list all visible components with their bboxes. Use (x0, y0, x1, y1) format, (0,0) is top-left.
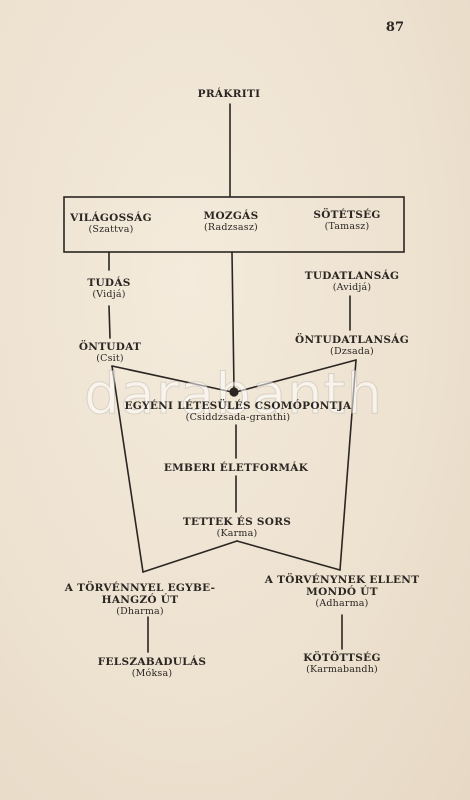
node-egyeni: EGYÉNI LÉTESÜLÉS CSOMÓPONTJA (Csiddzsada… (124, 400, 351, 424)
node-tettek: TETTEK ÉS SORS (Karma) (183, 516, 291, 540)
line-ontudatlansag-to-node (235, 359, 357, 393)
node-ontudat-title: ÖNTUDAT (78, 341, 142, 353)
node-tudatlansag-sub: (Avidjá) (332, 282, 372, 293)
node-sotetseg-sub: (Tamasz) (324, 221, 370, 232)
node-tettek-title: TETTEK ÉS SORS (182, 516, 292, 528)
line-ontudat-to-dharma (111, 365, 144, 573)
page-number: 87 (385, 20, 404, 35)
node-emberi-title: EMBERI ÉLETFORMÁK (163, 462, 309, 474)
node-ontudatlansag-sub: (Dzsada) (330, 346, 374, 357)
node-ontudatlansag: ÖNTUDATLANSÁG (Dzsada) (295, 334, 409, 358)
node-vilagossag-title: VILÁGOSSÁG (70, 212, 152, 224)
node-tudas-title: TUDÁS (87, 277, 131, 289)
node-adharma-line2: MONDÓ ÚT (306, 586, 378, 598)
watermark: darabanth (83, 362, 384, 428)
node-tudas: TUDÁS (Vidjá) (87, 277, 130, 301)
node-adharma-sub: (Adharma) (315, 598, 369, 609)
node-sotetseg: SÖTÉTSÉG (Tamasz) (313, 209, 380, 233)
line-mozgas-to-node (231, 251, 235, 391)
node-felszabadulas: FELSZABADULÁS (Móksa) (98, 656, 207, 680)
node-vilagossag-sub: (Szattva) (88, 224, 134, 235)
node-tettek-sub: (Karma) (216, 528, 258, 539)
node-dharma-sub: (Dharma) (116, 606, 164, 617)
node-mozgas-sub: (Radzsasz) (204, 222, 258, 233)
node-egyeni-title: EGYÉNI LÉTESÜLÉS CSOMÓPONTJA (124, 400, 352, 412)
node-ontudat-sub: (Csit) (96, 353, 124, 364)
node-kotottseg: KÖTÖTTSÉG (Karmabandh) (303, 652, 380, 676)
node-emberi: EMBERI ÉLETFORMÁK (164, 462, 308, 474)
node-dharma-line1: A TÖRVÉNNYEL EGYBE- (64, 582, 216, 594)
node-prakriti-title: PRÁKRITI (197, 88, 261, 100)
node-dharma: A TÖRVÉNNYEL EGYBE- HANGZÓ ÚT (Dharma) (65, 582, 216, 618)
node-tudatlansag: TUDATLANSÁG (Avidjá) (305, 270, 400, 294)
line-ontudatlansag-to-adharma (339, 359, 357, 571)
gunas-box (63, 196, 405, 253)
node-adharma: A TÖRVÉNYNEK ELLENT MONDÓ ÚT (Adharma) (265, 574, 420, 610)
node-kotottseg-sub: (Karmabandh) (306, 664, 378, 675)
node-prakriti: PRÁKRITI (198, 88, 261, 100)
node-sotetseg-title: SÖTÉTSÉG (313, 209, 381, 221)
node-felszabadulas-sub: (Móksa) (131, 668, 173, 679)
line-ontudat-to-node (111, 365, 233, 393)
node-tudas-sub: (Vidjá) (92, 289, 126, 300)
node-kotottseg-title: KÖTÖTTSÉG (303, 652, 381, 664)
node-adharma-line1: A TÖRVÉNYNEK ELLENT (264, 574, 420, 586)
node-dharma-line2: HANGZÓ ÚT (101, 594, 179, 606)
line-karma-to-dharma (142, 540, 238, 573)
line-karma-to-adharma (236, 540, 341, 571)
node-egyeni-sub: (Csiddzsada-granthi) (185, 412, 291, 423)
node-felszabadulas-title: FELSZABADULÁS (97, 656, 207, 668)
node-ontudat: ÖNTUDAT (Csit) (79, 341, 141, 365)
node-tudatlansag-title: TUDATLANSÁG (304, 270, 400, 282)
node-vilagossag: VILÁGOSSÁG (Szattva) (70, 212, 152, 236)
node-knot (229, 387, 239, 397)
node-ontudatlansag-title: ÖNTUDATLANSÁG (295, 334, 409, 346)
node-mozgas-title: MOZGÁS (203, 210, 259, 222)
line-tudas-to-ontudat (108, 305, 111, 339)
node-mozgas: MOZGÁS (Radzsasz) (204, 210, 259, 234)
